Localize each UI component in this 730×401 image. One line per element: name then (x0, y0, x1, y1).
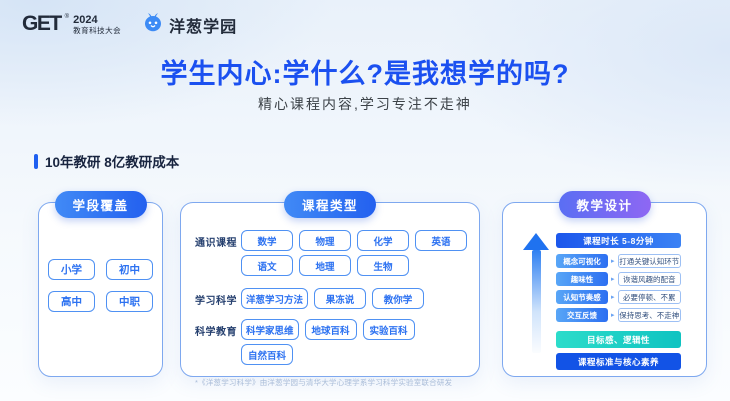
stage-chip-senior: 高中 (48, 291, 95, 312)
course-row-science-edu: 科学教育 科学家思维 地球百科 实验百科 自然百科 (195, 319, 469, 365)
course-chip-earth-encyclopedia: 地球百科 (304, 319, 357, 340)
up-arrow-icon (523, 233, 549, 353)
course-chip-chemistry: 化学 (357, 230, 409, 251)
course-chip-english: 英语 (415, 230, 467, 251)
course-chip-onion-method: 洋葱学习方法 (241, 288, 309, 309)
header: GET ® 2024 教育科技大会 洋葱学园 (22, 12, 237, 37)
brand-name: 洋葱学园 (169, 18, 238, 36)
design-row: 趣味性 ▸ 诙谐风趣的配音 (556, 272, 681, 286)
design-row-desc: 打通关键认知环节 (617, 254, 681, 268)
course-chip-physics: 物理 (299, 230, 351, 251)
get-logo-event: 教育科技大会 (73, 26, 122, 35)
get-logo-year: 2024 (73, 14, 98, 27)
page-title: 学生内心:学什么?是我想学的吗? (160, 59, 570, 89)
page-subtitle: 精心课程内容,学习专注不走神 (258, 96, 472, 112)
get-logo-text: GET (22, 12, 62, 36)
course-chip-biology: 生物 (357, 255, 409, 276)
stages-grid: 小学 初中 高中 中职 (39, 259, 162, 312)
design-stack: 课程时长 5-8分钟 概念可视化 ▸ 打通关键认知环节 趣味性 ▸ 诙谐风趣的配… (556, 233, 681, 370)
stage-chip-junior: 初中 (106, 259, 153, 280)
duration-bar: 课程时长 5-8分钟 (556, 233, 681, 248)
design-row-desc: 诙谐风趣的配音 (617, 272, 681, 286)
courses-card: 课程类型 通识课程 数学 物理 化学 英语 语文 地理 生物 学习科学 洋葱学习… (180, 191, 480, 387)
design-row-desc: 保持思考、不走神 (617, 308, 681, 322)
chevron-right-icon: ▸ (611, 275, 615, 283)
onion-mascot-icon (143, 12, 163, 37)
standards-bar: 课程标准与核心素养 (556, 353, 681, 370)
design-row: 交互反馈 ▸ 保持思考、不走神 (556, 308, 681, 322)
stages-card: 学段覆盖 小学 初中 高中 中职 (38, 191, 163, 377)
course-chip-chinese: 语文 (241, 255, 293, 276)
course-row-general: 通识课程 数学 物理 化学 英语 语文 地理 生物 (195, 230, 469, 276)
course-chip-nature-encyclopedia: 自然百科 (241, 344, 293, 365)
registered-mark-icon: ® (64, 14, 70, 21)
course-chip-scientist-thinking: 科学家思维 (241, 319, 299, 340)
section-header: 10年教研 8亿教研成本 (34, 151, 179, 171)
design-row-label: 交互反馈 (556, 308, 608, 322)
footnote: *《洋葱学习科学》由洋葱学园与清华大学心理学系学习科学实验室联合研发 (195, 378, 453, 387)
course-row-label: 科学教育 (195, 327, 237, 338)
chevron-right-icon: ▸ (611, 293, 615, 301)
course-chip-teach-you: 教你学 (372, 288, 425, 309)
course-chip-jelly-talk: 果冻说 (314, 288, 367, 309)
design-card: 教学设计 课程时长 5-8分钟 概念可视化 ▸ 打通关键认知环节 趣味性 ▸ 诙… (502, 191, 707, 377)
design-card-title: 教学设计 (558, 191, 651, 218)
get-conference-logo: GET ® 2024 教育科技大会 (22, 13, 121, 35)
course-row-label: 学习科学 (195, 296, 237, 307)
design-row-desc: 必要停顿、不累 (617, 290, 681, 304)
design-row: 概念可视化 ▸ 打通关键认知环节 (556, 254, 681, 268)
courses-card-title: 课程类型 (283, 191, 377, 218)
section-accent-bar (34, 153, 38, 169)
stage-chip-primary: 小学 (48, 259, 95, 280)
section-label: 10年教研 8亿教研成本 (45, 155, 180, 170)
stage-chip-vocational: 中职 (106, 291, 153, 312)
course-chip-experiment-encyclopedia: 实验百科 (362, 319, 415, 340)
chevron-right-icon: ▸ (611, 311, 615, 319)
stages-card-title: 学段覆盖 (54, 191, 147, 218)
course-row-label: 通识课程 (195, 238, 237, 249)
course-chip-geography: 地理 (299, 255, 351, 276)
chevron-right-icon: ▸ (611, 257, 615, 265)
design-row-label: 概念可视化 (556, 254, 608, 268)
design-row-label: 认知节奏感 (556, 290, 608, 304)
brand-logo: 洋葱学园 (143, 12, 237, 37)
design-row-label: 趣味性 (556, 272, 608, 286)
design-row: 认知节奏感 ▸ 必要停顿、不累 (556, 290, 681, 304)
course-chip-math: 数学 (241, 230, 293, 251)
course-row-learning-science: 学习科学 洋葱学习方法 果冻说 教你学 (195, 288, 469, 309)
goal-logic-bar: 目标感、逻辑性 (556, 331, 681, 348)
